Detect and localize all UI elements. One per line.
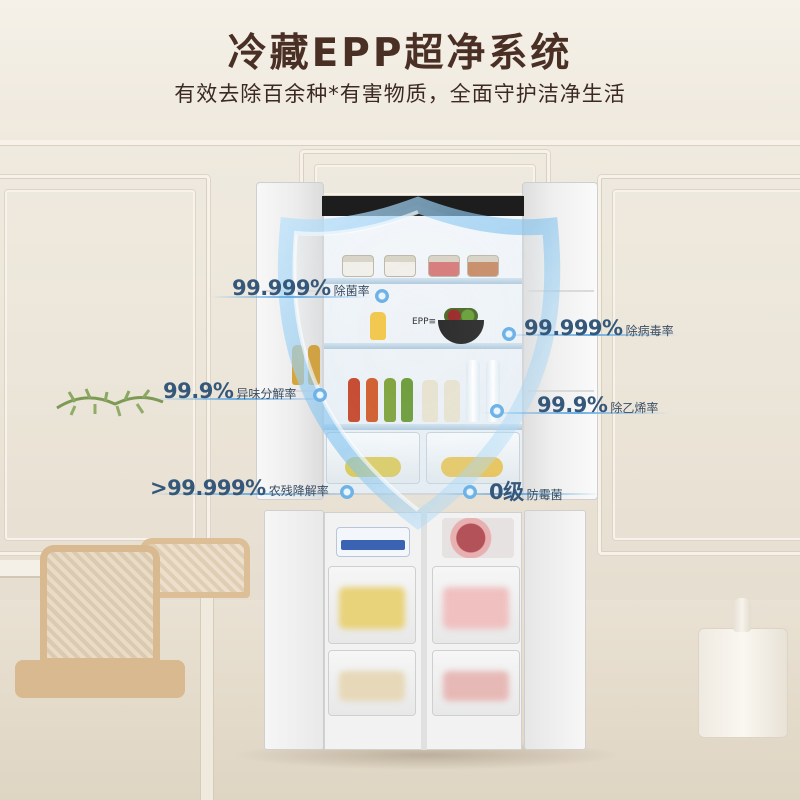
storage-jar [467,255,499,277]
freezer-drawer [328,650,416,716]
water-bottle [466,360,480,422]
stat-marker-dot [313,388,327,402]
stat-pesticide: >99.999% 农残降解率 [150,476,329,500]
leader-line [440,493,600,495]
storage-jar [384,255,416,277]
stat-ethylene: 99.9% 除乙烯率 [537,393,658,417]
leader-line [150,398,330,400]
door-shelf-divider [528,290,594,292]
juice-bottle [370,312,386,340]
stat-marker-dot [340,485,354,499]
stat-label: 除乙烯率 [610,401,659,415]
leader-line [150,493,360,495]
coffee-bottle [422,380,438,422]
fridge-shelf [324,343,522,349]
stat-mold: 0级 防霉菌 [489,476,563,506]
chair-back-front [40,545,160,665]
door-shelf-divider [528,390,594,392]
subline: 有效去除百余种*有害物质，全面守护洁净生活 [174,82,626,106]
fridge-door-upper-right [522,182,598,500]
freezer-drawer [432,650,520,716]
stat-value: >99.999% [150,476,266,500]
leader-line [210,296,370,298]
sauce-bottle [348,378,360,422]
stat-label: 农残降解率 [268,484,329,498]
vase [733,598,751,632]
stat-label: 异味分解率 [236,387,297,401]
sauce-bottle [401,378,413,422]
freezer-drawer [432,566,520,644]
fridge-shelf [324,424,522,430]
fridge-door-lower-right [524,510,586,750]
crisper-drawer-left [326,432,420,484]
wall-panel-right [598,175,800,555]
coffee-bottle [444,380,460,422]
stat-value: 99.999% [232,276,331,300]
stat-marker-dot [463,485,477,499]
stat-marker-dot [490,404,504,418]
stat-label: 除病毒率 [625,324,674,338]
butter-pack [336,527,410,557]
stat-bactericidal: 99.999% 除菌率 [232,276,370,300]
beer-bottle [308,345,320,385]
leader-line [480,412,670,414]
ceiling [0,0,800,140]
sauce-bottle [366,378,378,422]
fridge-top-shadow [322,196,524,216]
stat-value: 99.9% [163,379,234,403]
sauce-bottle [384,378,396,422]
headline: 冷藏EPP超净系统 [227,31,573,76]
storage-jar [342,255,374,277]
stat-antiviral: 99.999% 除病毒率 [524,316,674,340]
chair-seat [15,660,185,698]
side-stool [698,628,788,738]
stat-value: 99.999% [524,316,623,340]
stat-value: 99.9% [537,393,608,417]
freezer-drawer [328,566,416,644]
stat-marker-dot [502,327,516,341]
stat-label: 防霉菌 [526,488,563,502]
cornice [0,140,800,146]
fridge-door-upper-left [256,182,324,500]
stat-odor: 99.9% 异味分解率 [163,379,296,403]
epp-label: EPP≡ [412,317,437,327]
plant-icon [56,388,164,417]
freezer-divider [421,512,427,750]
fridge-door-lower-left [264,510,324,750]
stat-value: 0级 [489,480,524,504]
stat-label: 除菌率 [333,284,370,298]
leader-line [500,334,680,336]
stat-marker-dot [375,289,389,303]
meat-tray [442,518,514,558]
storage-jar [428,255,460,277]
table-leg [200,578,214,800]
